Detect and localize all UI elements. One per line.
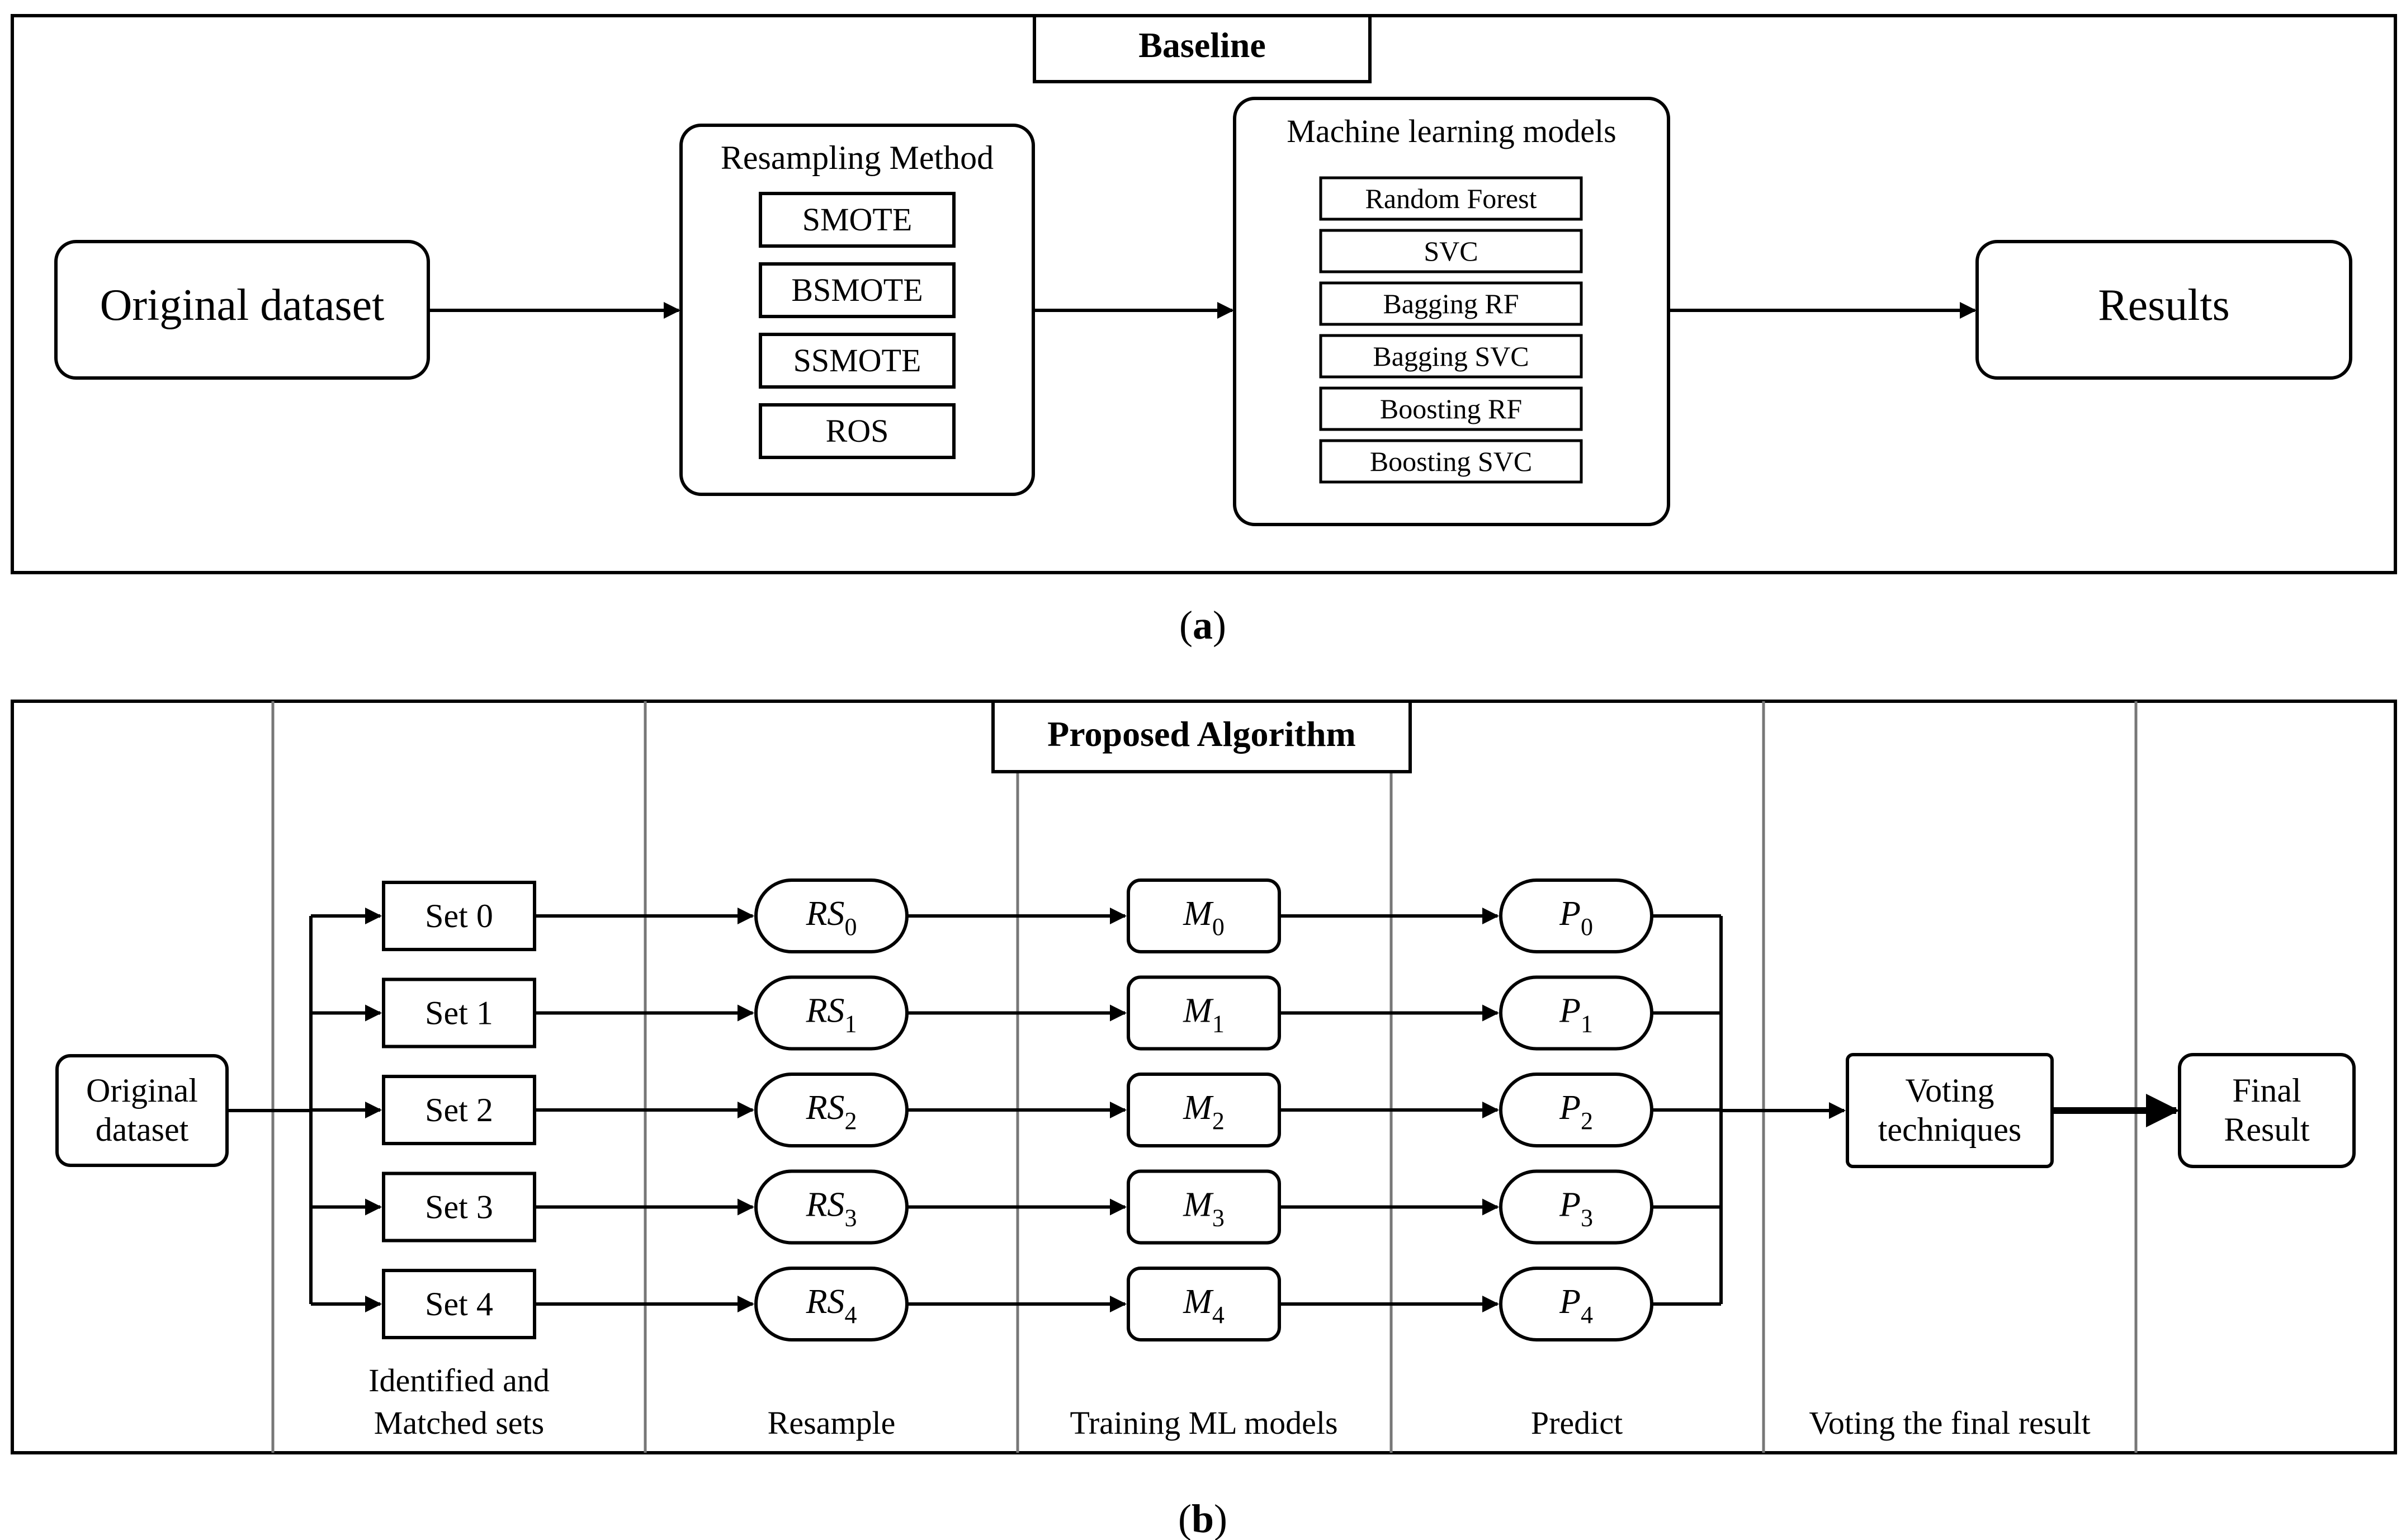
set-label: Set 2 [425, 1092, 493, 1128]
ml-model-item: Bagging RF [1383, 288, 1519, 319]
model-node-label: M4 [1183, 1283, 1225, 1329]
set-label: Set 0 [425, 897, 493, 934]
panel-b-caption: (b) [1178, 1496, 1227, 1540]
set-label: Set 3 [425, 1189, 493, 1226]
resample-node-label: RS4 [806, 1283, 857, 1329]
ml-model-item: Random Forest [1365, 183, 1537, 214]
resampling-method-item-box [759, 403, 956, 459]
pipeline-row: Set 0 RS0 M0 P0 [311, 878, 1721, 953]
resample-node-label: RS3 [806, 1186, 857, 1232]
stage-label: Voting the final result [1809, 1405, 2090, 1441]
ml-model-item: SVC [1424, 235, 1478, 267]
voting-techniques-box [1846, 1053, 2054, 1168]
predict-node-label: P2 [1559, 1089, 1593, 1135]
panel-a-title-box [1033, 14, 1372, 83]
final-result-line-2: Result [2224, 1111, 2310, 1148]
final-result-box [2178, 1053, 2356, 1168]
predict-node-label: P3 [1559, 1186, 1593, 1232]
stage-label: Predict [1531, 1405, 1623, 1441]
panel-b-title: Proposed Algorithm [1047, 714, 1356, 754]
model-node-label: M2 [1183, 1089, 1225, 1135]
ml-model-item-box [1319, 386, 1583, 431]
panel-b: Proposed Algorithm Original dataset Set … [11, 700, 2397, 1540]
ml-model-item: Boosting RF [1380, 393, 1522, 424]
stage-label: Matched sets [374, 1405, 544, 1441]
set-box [382, 1075, 536, 1145]
set-box [382, 881, 536, 951]
model-node-label: M1 [1183, 992, 1225, 1038]
resampling-method-item-box [759, 262, 956, 318]
voting-line-1: Voting [1906, 1072, 1994, 1109]
resampling-method-item: ROS [826, 413, 889, 449]
stage-separators [271, 701, 2138, 1453]
resampling-method-item: BSMOTE [791, 272, 923, 308]
ml-model-item-box [1319, 281, 1583, 326]
panel-b-title-box [991, 700, 1412, 773]
ml-model-item: Boosting SVC [1370, 446, 1532, 477]
results-box [1975, 240, 2352, 380]
b-original-dataset-line-2: dataset [96, 1111, 189, 1148]
panel-a: Baseline Original dataset Resampling Met… [11, 14, 2397, 648]
panel-a-title: Baseline [1138, 25, 1266, 65]
ml-model-item-box [1319, 176, 1583, 221]
resampling-method-title: Resampling Method [721, 139, 994, 176]
model-node-label: M0 [1183, 895, 1225, 941]
resampling-method-item: SSMOTE [793, 342, 921, 379]
set-box [382, 977, 536, 1048]
model-node-label: M3 [1183, 1186, 1225, 1232]
ml-model-item: Bagging SVC [1373, 341, 1529, 372]
pipeline-row: Set 2 RS2 M2 P2 [311, 1073, 1721, 1147]
ml-models-title: Machine learning models [1287, 113, 1616, 149]
stage-label: Resample [768, 1405, 896, 1441]
predict-node-label: P1 [1559, 992, 1593, 1038]
resample-node-label: RS1 [806, 992, 857, 1038]
resampling-method-list: SMOTE BSMOTE SSMOTE ROS [759, 192, 956, 459]
resampling-method-item-box [759, 192, 956, 248]
ml-model-item-box [1319, 439, 1583, 484]
resampling-method-item-box [759, 333, 956, 389]
resampling-method-item: SMOTE [802, 201, 913, 238]
original-dataset-label: Original dataset [100, 281, 385, 330]
b-original-dataset-line-1: Original [86, 1072, 198, 1109]
ml-model-item-box [1319, 334, 1583, 379]
resample-node-label: RS2 [806, 1089, 857, 1135]
pipeline-row: Set 4 RS4 M4 P4 [311, 1267, 1721, 1341]
set-label: Set 4 [425, 1286, 493, 1322]
resample-node-label: RS0 [806, 895, 857, 941]
stage-label: Training ML models [1070, 1405, 1337, 1441]
predict-node-label: P4 [1559, 1283, 1593, 1329]
final-result-line-1: Final [2232, 1072, 2301, 1109]
voting-line-2: techniques [1878, 1111, 2022, 1148]
set-box [382, 1269, 536, 1339]
pipeline-row: Set 1 RS1 M1 P1 [311, 975, 1721, 1051]
panel-a-caption: (a) [1179, 603, 1226, 648]
results-label: Results [2098, 281, 2230, 330]
stage-label: Identified and [368, 1362, 550, 1399]
pipeline-row: Set 3 RS3 M3 P3 [311, 1169, 1721, 1245]
ml-model-item-box [1319, 229, 1583, 273]
predict-node-label: P0 [1559, 895, 1593, 941]
set-label: Set 1 [425, 995, 493, 1032]
